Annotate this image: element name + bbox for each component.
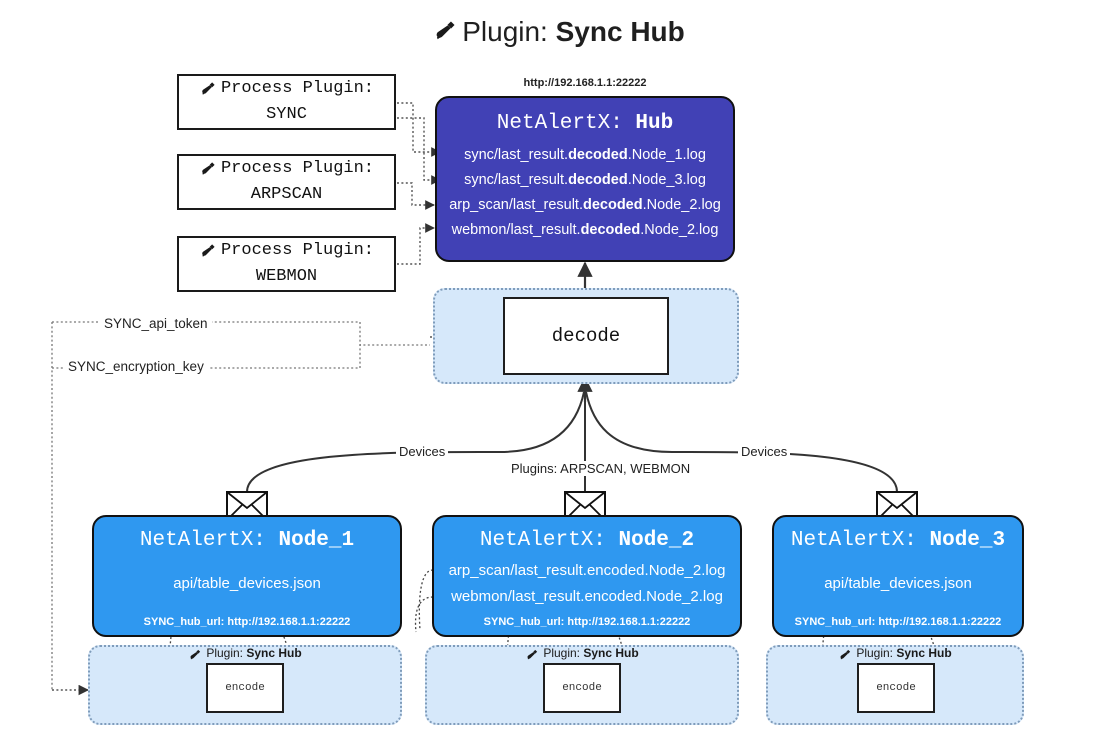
node-title-name: Node_1: [278, 529, 355, 552]
hub-log-pre: webmon/last_result.: [451, 221, 581, 238]
node-line: arp_scan/last_result.encoded.Node_2.log: [448, 561, 726, 579]
hub-log-pre: sync/last_result.: [464, 147, 569, 163]
node-box-node-1[interactable]: NetAlertX: Node_1 api/table_devices.json…: [92, 515, 402, 637]
hub-log-pre: sync/last_result.: [464, 171, 569, 188]
page-title-name: Sync Hub: [555, 16, 685, 47]
encode-plugin-label-node-1: Plugin: Sync Hub: [88, 646, 402, 663]
plug-icon: [188, 648, 202, 663]
encode-label-name: Sync Hub: [246, 646, 302, 660]
encode-box-node-3[interactable]: encode: [857, 663, 935, 713]
encode-label-name: Sync Hub: [583, 646, 639, 660]
devices-label-left: Devices: [396, 444, 449, 459]
envelope-icon: [876, 491, 918, 521]
hub-log-bold: decoded: [568, 147, 628, 163]
encode-plugin-label-node-3: Plugin: Sync Hub: [766, 646, 1024, 663]
node-title: NetAlertX: Node_3: [791, 529, 1005, 552]
decode-box[interactable]: decode: [503, 297, 669, 375]
hub-log-post: .Node_1.log: [627, 147, 706, 163]
hub-log-post: .Node_2.log: [640, 221, 719, 238]
process-plugin-sync-line1: Process Plugin:: [199, 78, 374, 104]
node-title: NetAlertX: Node_2: [480, 529, 694, 552]
hub-log-bold: decoded: [580, 221, 641, 238]
process-plugin-webmon-line1: Process Plugin:: [199, 240, 374, 266]
encode-box-node-1[interactable]: encode: [206, 663, 284, 713]
node-title-prefix: NetAlertX:: [139, 529, 279, 552]
sync-encryption-key-label: SYNC_encryption_key: [64, 359, 208, 374]
node-box-node-3[interactable]: NetAlertX: Node_3 api/table_devices.json…: [772, 515, 1024, 637]
hub-log-line: webmon/last_result.decoded.Node_2.log: [452, 218, 719, 243]
node-line: api/table_devices.json: [824, 574, 972, 592]
page-title: Plugin: Sync Hub: [0, 16, 1117, 51]
hub-title-name: Hub: [635, 112, 674, 135]
page-title-prefix: Plugin:: [462, 16, 556, 47]
node-title-prefix: NetAlertX:: [790, 529, 930, 552]
process-plugin-arpscan-line1: Process Plugin:: [199, 158, 374, 184]
node-title-prefix: NetAlertX:: [479, 529, 619, 552]
process-plugin-webmon-name: WEBMON: [255, 266, 318, 286]
node-hub-url: SYNC_hub_url: http://192.168.1.1:22222: [143, 616, 351, 628]
process-plugin-webmon-label: Process Plugin:: [220, 240, 375, 260]
process-plugin-webmon[interactable]: Process Plugin: WEBMON: [177, 236, 396, 292]
plugins-label-center: Plugins: ARPSCAN, WEBMON: [508, 461, 694, 476]
sync-api-token-label: SYNC_api_token: [100, 316, 212, 331]
node-lines: api/table_devices.json: [94, 552, 400, 616]
encode-label-prefix: Plugin:: [856, 646, 897, 660]
node-lines: arp_scan/last_result.encoded.Node_2.log …: [434, 552, 740, 616]
encode-box-node-2[interactable]: encode: [543, 663, 621, 713]
hub-log-pre: arp_scan/last_result.: [449, 196, 583, 213]
process-plugin-arpscan-name: ARPSCAN: [250, 184, 323, 204]
hub-url-label: http://192.168.1.1:22222: [523, 77, 647, 89]
hub-log-post: .Node_3.log: [627, 171, 706, 188]
process-plugin-sync-name: SYNC: [266, 104, 307, 124]
plug-icon: [432, 18, 458, 51]
plug-icon: [199, 242, 217, 266]
hub-log-bold: decoded: [582, 196, 643, 213]
encode-label-name: Sync Hub: [896, 646, 952, 660]
plug-icon: [838, 648, 852, 663]
plug-icon: [199, 80, 217, 104]
node-title-name: Node_2: [618, 529, 695, 552]
node-title-name: Node_3: [929, 529, 1006, 552]
hub-log-bold: decoded: [568, 171, 628, 188]
hub-node[interactable]: NetAlertX: Hub sync/last_result.decoded.…: [435, 96, 735, 262]
hub-log-line: sync/last_result.decoded.Node_3.log: [464, 168, 706, 193]
node-lines: api/table_devices.json: [774, 552, 1022, 616]
encode-label-prefix: Plugin:: [543, 646, 584, 660]
hub-title-prefix: NetAlertX:: [496, 112, 636, 135]
plug-icon: [525, 648, 539, 663]
hub-log-line: sync/last_result.decoded.Node_1.log: [464, 143, 706, 168]
node-line: api/table_devices.json: [173, 574, 321, 592]
encode-label-prefix: Plugin:: [206, 646, 247, 660]
process-plugin-sync-label: Process Plugin:: [220, 78, 375, 98]
plug-icon: [199, 160, 217, 184]
node-box-node-2[interactable]: NetAlertX: Node_2 arp_scan/last_result.e…: [432, 515, 742, 637]
process-plugin-arpscan[interactable]: Process Plugin: ARPSCAN: [177, 154, 396, 210]
node-hub-url: SYNC_hub_url: http://192.168.1.1:22222: [794, 616, 1002, 628]
node-hub-url: SYNC_hub_url: http://192.168.1.1:22222: [483, 616, 691, 628]
hub-log-line: arp_scan/last_result.decoded.Node_2.log: [449, 193, 721, 218]
process-plugin-sync[interactable]: Process Plugin: SYNC: [177, 74, 396, 130]
process-plugin-arpscan-label: Process Plugin:: [220, 158, 375, 178]
encode-plugin-label-node-2: Plugin: Sync Hub: [425, 646, 739, 663]
devices-label-right: Devices: [738, 444, 791, 459]
hub-log-post: .Node_2.log: [642, 196, 721, 213]
hub-title: NetAlertX: Hub: [497, 112, 673, 135]
node-title: NetAlertX: Node_1: [140, 529, 354, 552]
node-line: webmon/last_result.encoded.Node_2.log: [451, 588, 723, 605]
